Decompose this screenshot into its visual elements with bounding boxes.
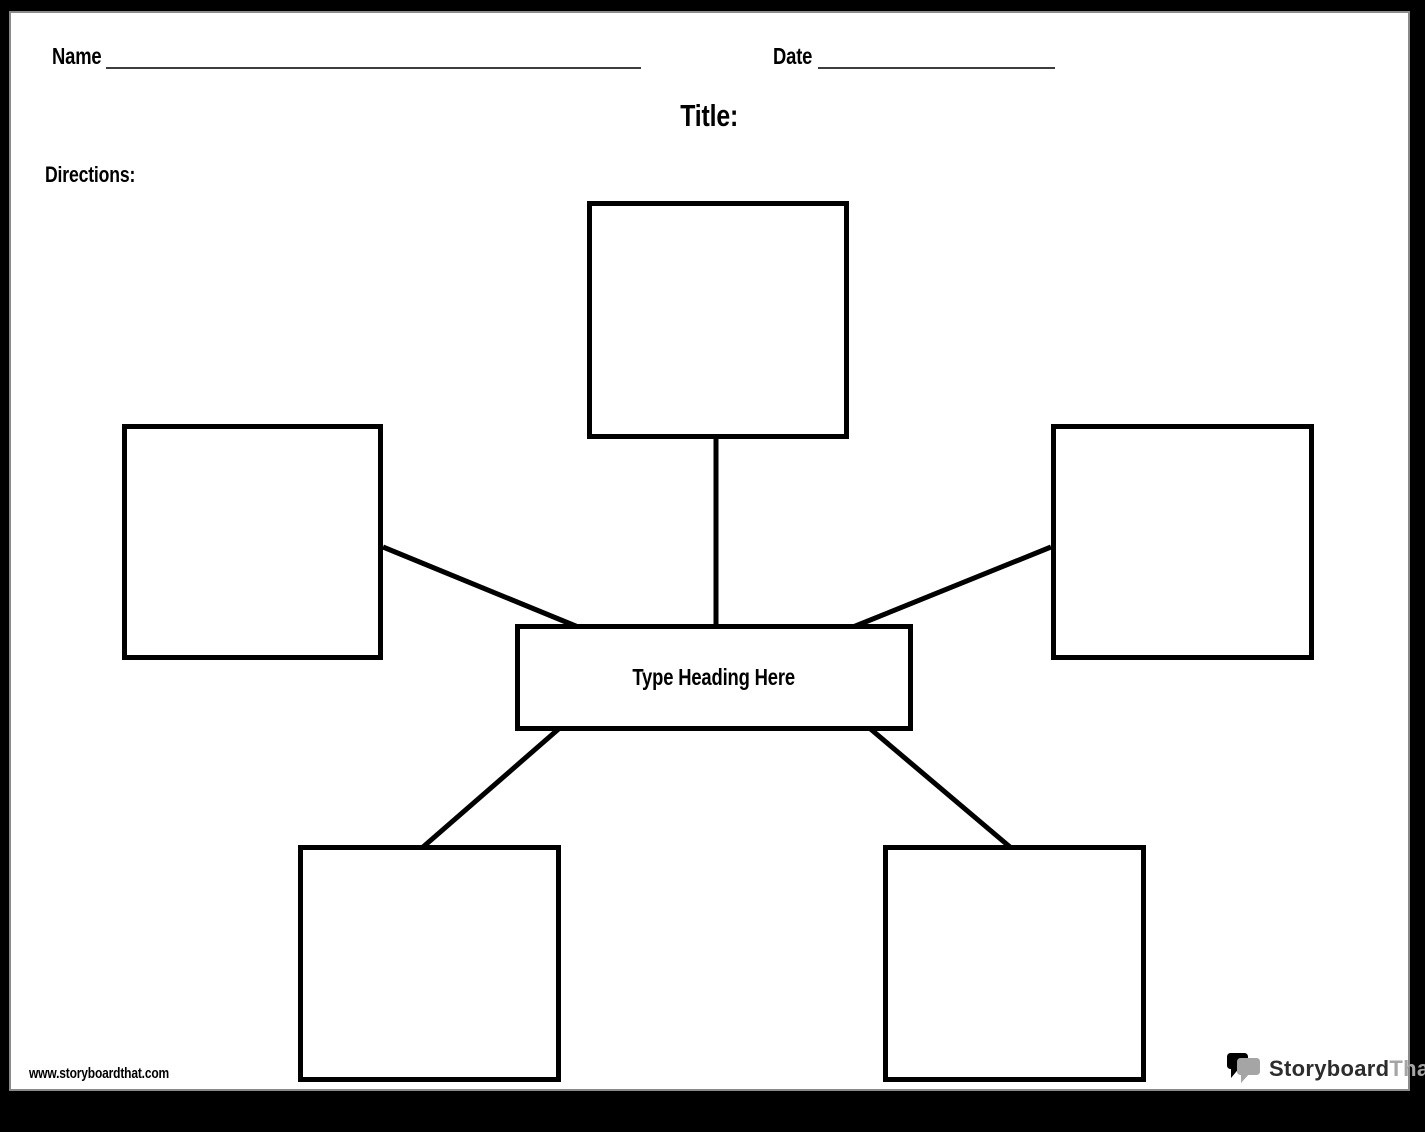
name-label-text: Name <box>52 43 102 69</box>
title-row: Title: <box>11 100 1408 131</box>
connector-bottom-right <box>865 724 1012 849</box>
speech-bubbles-icon <box>1227 1053 1260 1083</box>
connector-left <box>382 544 584 632</box>
date-label-text: Date <box>773 43 813 69</box>
spoke-box-top[interactable] <box>587 201 849 439</box>
center-heading-label: Type Heading Here <box>632 664 796 690</box>
spoke-box-left[interactable] <box>122 424 383 660</box>
spoke-box-right[interactable] <box>1051 424 1314 660</box>
center-heading-box[interactable]: Type Heading Here <box>515 624 913 731</box>
spoke-box-bottom-right[interactable] <box>883 845 1146 1082</box>
spoke-box-bottom-left[interactable] <box>298 845 561 1082</box>
directions-label-text: Directions: <box>45 162 136 187</box>
directions-label: Directions: <box>45 164 158 186</box>
website-url-text: www.storyboardthat.com <box>29 1065 170 1082</box>
logo-text: StoryboardThat <box>1269 1056 1425 1082</box>
connector-right <box>847 544 1052 632</box>
website-url: www.storyboardthat.com <box>29 1066 204 1081</box>
logo-text-secondary: That <box>1389 1055 1425 1081</box>
storyboardthat-logo: StoryboardThat <box>1227 1053 1425 1084</box>
name-label: Name <box>52 45 114 68</box>
date-label: Date <box>773 45 822 68</box>
worksheet-page: Name Date Title: Directions: Type Headin… <box>9 11 1425 1091</box>
date-input-line[interactable] <box>818 67 1055 69</box>
name-input-line[interactable] <box>106 67 641 69</box>
title-label: Title: <box>680 98 739 133</box>
connector-bottom-left <box>421 724 564 849</box>
logo-text-primary: Storyboard <box>1269 1055 1390 1081</box>
